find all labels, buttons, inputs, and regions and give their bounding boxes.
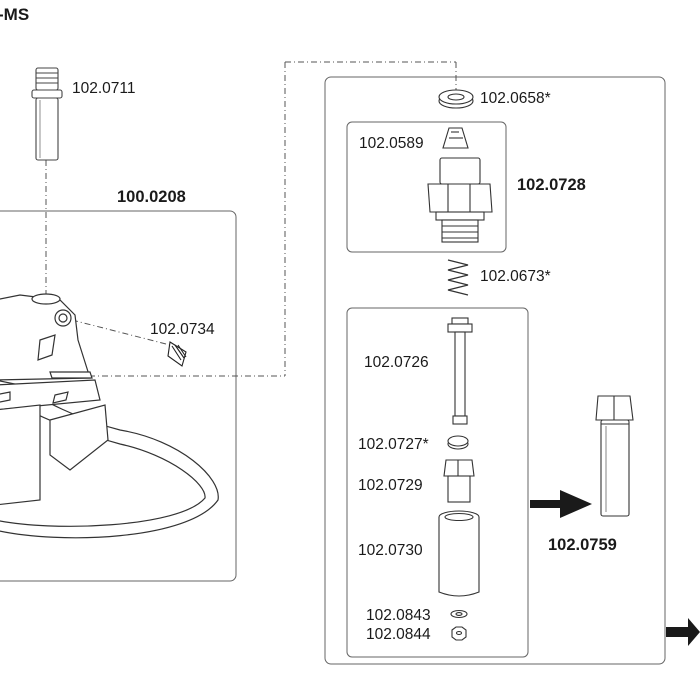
cone-part-0589 xyxy=(442,127,469,149)
spring-part-0673 xyxy=(447,259,469,296)
assembled-valve-part-0759 xyxy=(595,395,634,517)
assembly-lines xyxy=(45,61,457,377)
label-part-0729: 102.0729 xyxy=(358,477,423,494)
valve-body-frame xyxy=(346,121,507,253)
label-part-0844: 102.0844 xyxy=(366,626,431,643)
oring-part-0727 xyxy=(447,435,469,450)
label-part-0658: 102.0658* xyxy=(480,90,551,107)
ring-part-0658 xyxy=(438,89,474,109)
label-part-0726: 102.0726 xyxy=(364,354,429,371)
screw-part-0734 xyxy=(167,341,187,367)
nut-part-0844 xyxy=(451,626,467,641)
label-part-0734: 102.0734 xyxy=(150,321,215,338)
valve-stem-frame xyxy=(346,307,529,658)
label-part-0730: 102.0730 xyxy=(358,542,423,559)
label-part-0727: 102.0727* xyxy=(358,436,429,453)
bowl-group-frame xyxy=(0,210,237,582)
assembly-arrow xyxy=(530,490,592,518)
pipe-part-0711 xyxy=(31,67,63,161)
label-part-0728: 102.0728 xyxy=(517,176,586,194)
label-part-0711: 102.0711 xyxy=(72,80,136,97)
washer-part-0843 xyxy=(450,609,468,619)
label-part-0843: 102.0843 xyxy=(366,607,431,624)
drinking-bowl xyxy=(0,293,219,539)
label-part-0589: 102.0589 xyxy=(359,135,424,152)
label-part-0673: 102.0673* xyxy=(480,268,551,285)
label-part-0759: 102.0759 xyxy=(548,536,617,554)
continuation-arrow xyxy=(666,618,700,646)
stem-part-0726 xyxy=(447,317,473,425)
valve-assembly-frame xyxy=(324,76,666,665)
header-title-fragment: -MS xyxy=(0,5,30,24)
label-part-0208: 100.0208 xyxy=(117,188,186,206)
valve-body-part-0728 xyxy=(427,157,493,243)
sleeve-part-0729 xyxy=(443,459,475,503)
tube-part-0730 xyxy=(438,510,480,597)
